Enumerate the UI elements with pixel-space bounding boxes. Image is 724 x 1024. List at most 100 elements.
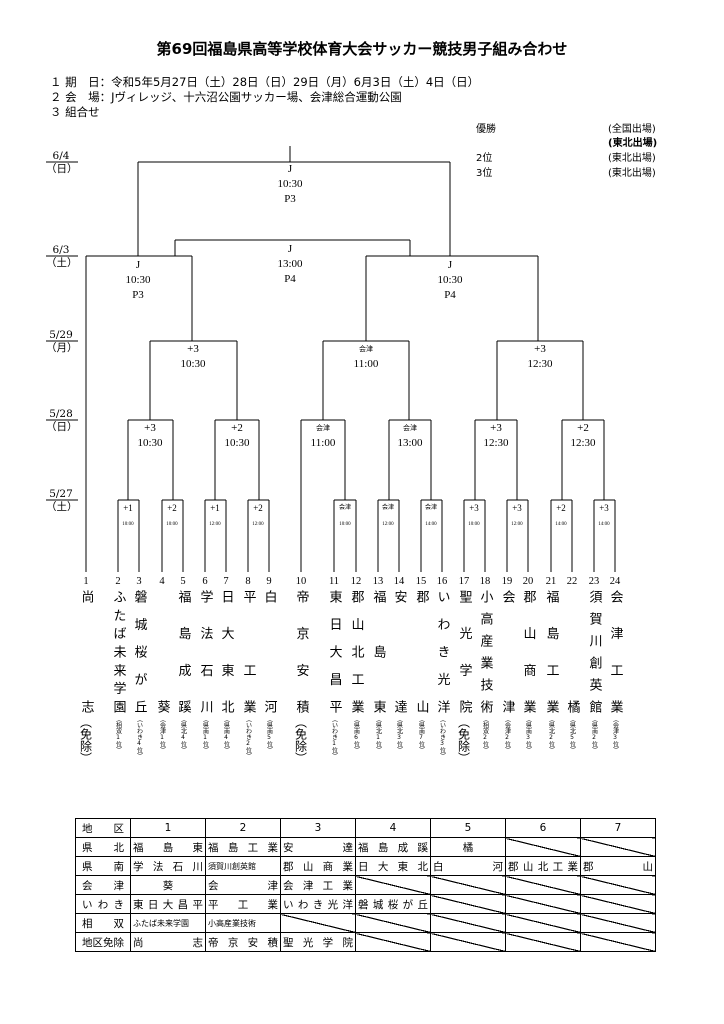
table-cell: 福島成蹊: [355, 837, 431, 857]
table-cell: 郡山北工業: [505, 856, 581, 876]
table-header-cell: 2: [205, 818, 281, 838]
table-cell: 郡山商業: [280, 856, 356, 876]
result-third-label: 3位: [476, 168, 493, 179]
table-cell: 会津工業: [280, 875, 356, 895]
region-cell: 地区免除: [75, 932, 131, 952]
table-cell-empty: [355, 875, 431, 895]
table-cell: 須賀川創英館: [205, 856, 281, 876]
info-bracket-heading: ３ 組合せ: [50, 105, 100, 119]
table-cell-empty: [355, 932, 431, 952]
table-cell: 白河: [430, 856, 506, 876]
table-cell: 橘: [430, 837, 506, 857]
table-header-cell: 1: [130, 818, 206, 838]
table-cell-empty: [505, 875, 581, 895]
table-header-cell: 5: [430, 818, 506, 838]
table-cell: 尚志: [130, 932, 206, 952]
date-label: 5/27（土）: [46, 488, 78, 513]
table-cell-empty: [355, 913, 431, 933]
table-cell: 福島工業: [205, 837, 281, 857]
table-cell: 小高産業技術: [205, 913, 281, 933]
table-cell-empty: [580, 913, 656, 933]
region-cell: 相双: [75, 913, 131, 933]
table-cell-empty: [580, 837, 656, 857]
table-cell: 会津: [205, 875, 281, 895]
result-second-note: (東北出場): [608, 153, 656, 164]
table-cell: 帝京安積: [205, 932, 281, 952]
table-cell-empty: [505, 894, 581, 914]
table-cell-empty: [280, 913, 356, 933]
result-second-label: 2位: [476, 153, 493, 164]
region-cell: いわき: [75, 894, 131, 914]
table-cell: 福島東: [130, 837, 206, 857]
table-header-cell: 4: [355, 818, 431, 838]
table-cell: いわき光洋: [280, 894, 356, 914]
table-cell: 東日大昌平: [130, 894, 206, 914]
table-header-cell: 6: [505, 818, 581, 838]
table-cell-empty: [580, 894, 656, 914]
table-cell: 日大東北: [355, 856, 431, 876]
table-cell: 葵: [130, 875, 206, 895]
result-tohoku-note: (東北出場): [608, 138, 658, 149]
table-cell: ふたば未来学園: [130, 913, 206, 933]
result-third-note: (東北出場): [608, 168, 656, 179]
table-cell: 聖光学院: [280, 932, 356, 952]
result-champion-label: 優勝: [476, 124, 496, 135]
result-champion-note: (全国出場): [608, 124, 656, 135]
table-cell: 学法石川: [130, 856, 206, 876]
info-venue: ２ 会 場：Jヴィレッジ、十六沼公園サッカー場、会津総合運動公園: [50, 90, 402, 104]
date-label: 5/29（月）: [46, 329, 78, 354]
table-cell: 郡山: [580, 856, 656, 876]
team-slot: 4 葵 （会津1位）: [154, 576, 170, 753]
table-row: 相双 ふたば未来学園 小高産業技術: [75, 913, 656, 933]
table-cell-empty: [430, 894, 506, 914]
table-row: 県北 福島東 福島工業 安達 福島成蹊 橘: [75, 837, 656, 857]
table-cell: 平工業: [205, 894, 281, 914]
page-title: 第69回福島県高等学校体育大会サッカー競技男子組み合わせ: [156, 40, 568, 58]
table-header-row: 地 区 1 2 3 4 5 6 7: [75, 818, 656, 838]
table-row: 地区免除 尚志 帝京安積 聖光学院: [75, 932, 656, 952]
table-cell-empty: [430, 875, 506, 895]
table-cell-empty: [580, 932, 656, 952]
region-cell: 県南: [75, 856, 131, 876]
region-cell: 県北: [75, 837, 131, 857]
table-cell-empty: [430, 932, 506, 952]
table-header-cell: 7: [580, 818, 656, 838]
district-table: 地 区 1 2 3 4 5 6 7 県北 福島東 福島工業 安達 福島成蹊 橘 …: [75, 818, 656, 952]
table-cell-empty: [580, 875, 656, 895]
info-period: １ 期 日：令和5年5月27日（土）28日（日）29日（月）6月3日（土）4日（…: [50, 75, 480, 89]
